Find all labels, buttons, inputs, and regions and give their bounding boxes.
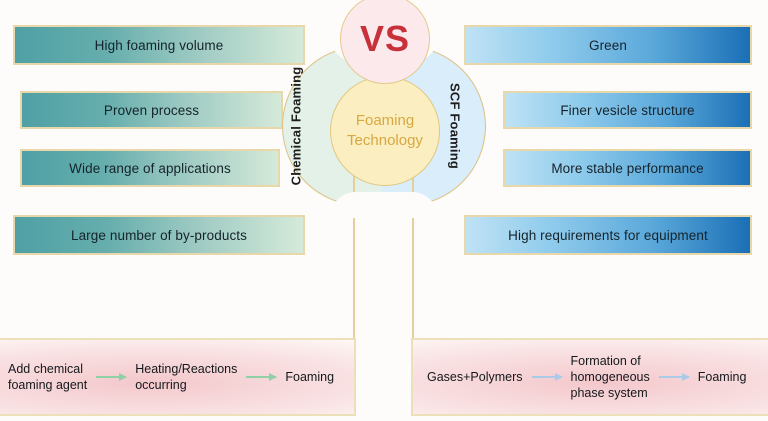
core-label-line2: Technology [347, 132, 423, 149]
right-process-arrow-1 [531, 372, 563, 381]
left-feature-label-4: Large number of by-products [70, 227, 248, 243]
process-band-chemical: Add chemical foaming agent Heating/React… [0, 338, 356, 416]
right-feature-label-3: More stable performance [551, 160, 704, 176]
right-feature-box-1: Green [464, 25, 752, 65]
core-label-line1: Foaming [355, 111, 415, 129]
vs-badge: VS [340, 0, 430, 84]
right-process-arrow-2 [658, 372, 690, 381]
left-process-arrow-2 [246, 372, 278, 381]
right-feature-box-3: More stable performance [503, 149, 752, 187]
right-process-step-3: Foaming [697, 370, 747, 384]
petal-bottom-notch [330, 192, 438, 218]
left-feature-label-3: Wide range of applications [69, 160, 231, 176]
left-process-step-3: Foaming [285, 370, 335, 384]
left-feature-box-4: Large number of by-products [13, 215, 305, 255]
right-feature-box-2: Finer vesicle structure [503, 91, 752, 129]
petal-label-scf-foaming: SCF Foaming [447, 83, 463, 169]
vs-label: VS [359, 18, 411, 59]
right-feature-label-4: High requirements for equipment [508, 227, 708, 243]
left-feature-label-1: High foaming volume [94, 37, 224, 53]
left-process-step-2: Heating/Reactions occurring [135, 362, 238, 392]
right-feature-label-2: Finer vesicle structure [560, 102, 695, 118]
petal-label-chemical-foaming: Chemical Foaming [288, 66, 304, 186]
left-feature-label-2: Proven process [103, 102, 200, 118]
core-circle-foaming-technology: Foaming Technology [330, 76, 440, 186]
process-band-scf: Gases+Polymers Formation of homogeneous … [411, 338, 768, 416]
left-feature-box-2: Proven process [20, 91, 283, 129]
right-feature-box-4: High requirements for equipment [464, 215, 752, 255]
left-feature-box-1: High foaming volume [13, 25, 305, 65]
left-process-step-1: Add chemical foaming agent [8, 362, 88, 392]
right-process-step-2: Formation of homogeneous phase system [570, 354, 650, 400]
left-process-arrow-1 [96, 372, 128, 381]
left-feature-box-3: Wide range of applications [20, 149, 280, 187]
connector-line-right [412, 168, 414, 368]
connector-line-left [353, 168, 355, 368]
right-process-step-1: Gases+Polymers [427, 370, 523, 384]
right-feature-label-1: Green [588, 37, 628, 53]
